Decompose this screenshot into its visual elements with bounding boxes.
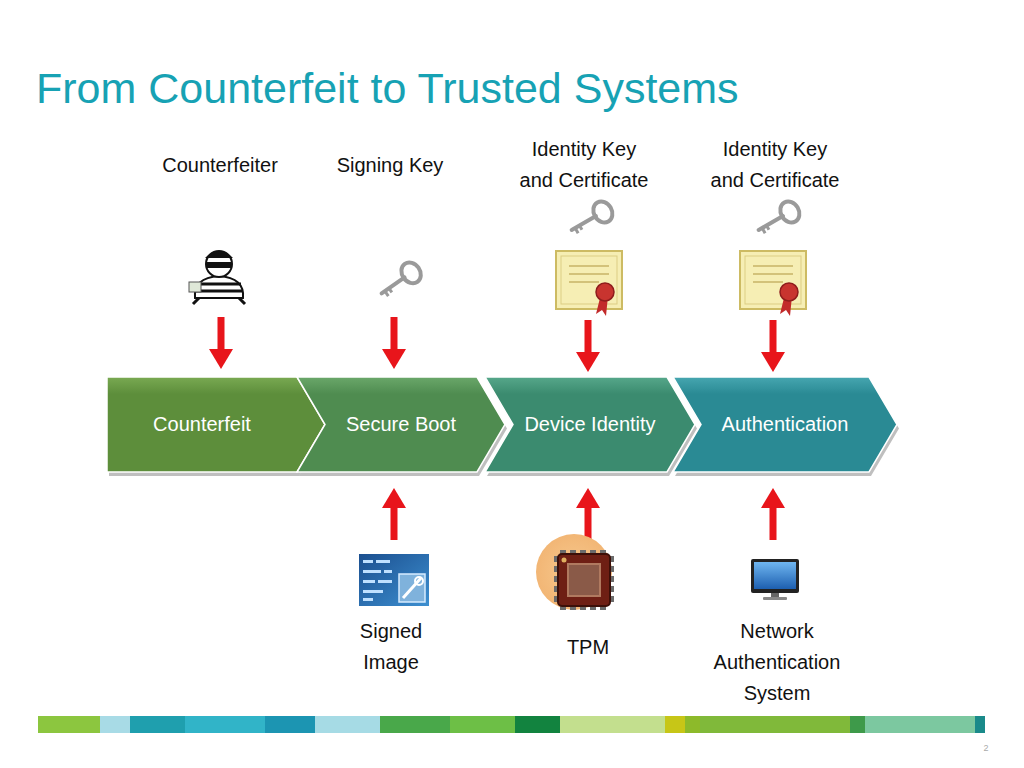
process-chevron: Counterfeit (107, 377, 325, 472)
credential-label: Identity Key and Certificate (705, 134, 845, 196)
slide-title: From Counterfeit to Trusted Systems (36, 62, 739, 114)
component-label: Network Authentication System (702, 616, 852, 709)
stage-name: Device Identity (524, 413, 655, 436)
process-chevron: Secure Boot (297, 377, 505, 472)
process-chevron: Authentication (673, 377, 897, 472)
process-chevron: Device Identity (485, 377, 695, 472)
stage-name: Authentication (722, 413, 849, 436)
stage-name: Counterfeit (153, 413, 251, 436)
key-label: Signing Key (315, 150, 465, 181)
component-label: TPM (543, 632, 633, 663)
component-label: Signed Image (346, 616, 436, 678)
page-number: 2 (979, 742, 993, 754)
credential-label: Identity Key and Certificate (514, 134, 654, 196)
stage-name: Secure Boot (346, 413, 456, 436)
actor-label: Counterfeiter (140, 150, 300, 181)
